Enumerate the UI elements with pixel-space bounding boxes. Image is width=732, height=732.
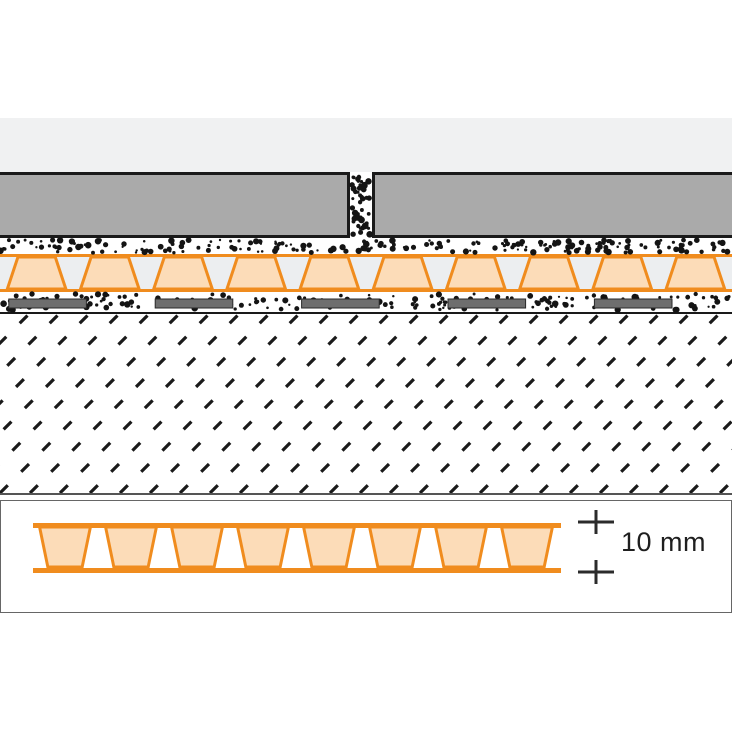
tile-left [0, 172, 350, 238]
dimension-label: 10 mm [621, 527, 707, 557]
thin-bed-mortar-lower-layer [0, 292, 732, 312]
tile-covering-layer [0, 172, 732, 238]
tile-right [372, 172, 732, 238]
substrate-layer [0, 312, 732, 495]
detail-matting-profile [33, 523, 561, 573]
uncoupling-matting-layer [0, 254, 732, 292]
ambient-grey-band [0, 118, 732, 172]
grout-joint [350, 172, 372, 238]
ambient-upper-white-band [0, 0, 732, 118]
